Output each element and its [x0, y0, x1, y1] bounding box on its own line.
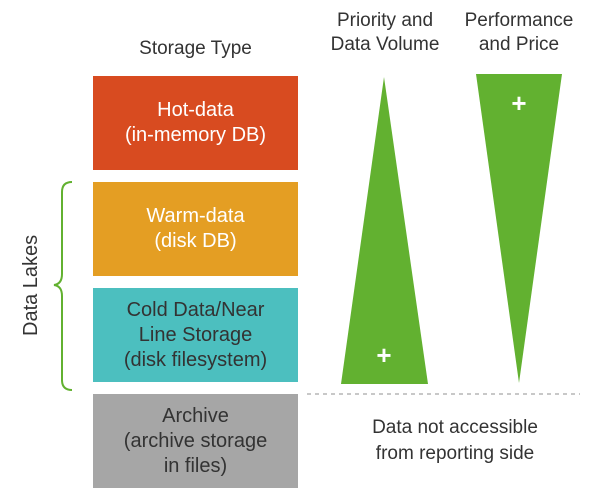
- not-accessible-note: Data not accessible from reporting side: [372, 417, 538, 464]
- priority-data-volume-header: Priority and Data Volume: [330, 10, 440, 55]
- tier-archive-line-3: in files): [163, 454, 228, 477]
- tier-warm-line-2: (disk DB): [154, 230, 237, 252]
- tier-cold-data: Cold Data/Near Line Storage (disk filesy…: [93, 288, 298, 382]
- performance-plus-icon: +: [511, 88, 526, 118]
- tier-warm-line-1: Warm-data: [146, 205, 245, 227]
- performance-price-header: Performance and Price: [464, 10, 574, 55]
- data-lakes-label: Data Lakes: [20, 234, 42, 336]
- tier-archive: Archive (archive storage in files): [93, 394, 298, 488]
- tier-cold-line-3: (disk filesystem): [123, 348, 268, 371]
- tier-hot-line-1: Hot-data: [157, 99, 234, 121]
- priority-plus-icon: +: [376, 340, 391, 370]
- tier-hot-data: Hot-data (in-memory DB): [93, 76, 298, 170]
- storage-type-header: Storage Type: [139, 38, 252, 59]
- tier-warm-data: Warm-data (disk DB): [93, 182, 298, 276]
- tier-archive-line-1: Archive: [162, 404, 229, 427]
- priority-volume-triangle: [341, 77, 428, 384]
- performance-price-triangle: [476, 74, 562, 383]
- tier-archive-line-2: (archive storage: [123, 429, 268, 452]
- tier-cold-line-2: Line Storage: [138, 323, 253, 346]
- tier-cold-line-1: Cold Data/Near: [126, 298, 265, 321]
- data-lakes-bracket: [53, 181, 73, 391]
- tier-hot-line-2: (in-memory DB): [124, 124, 267, 146]
